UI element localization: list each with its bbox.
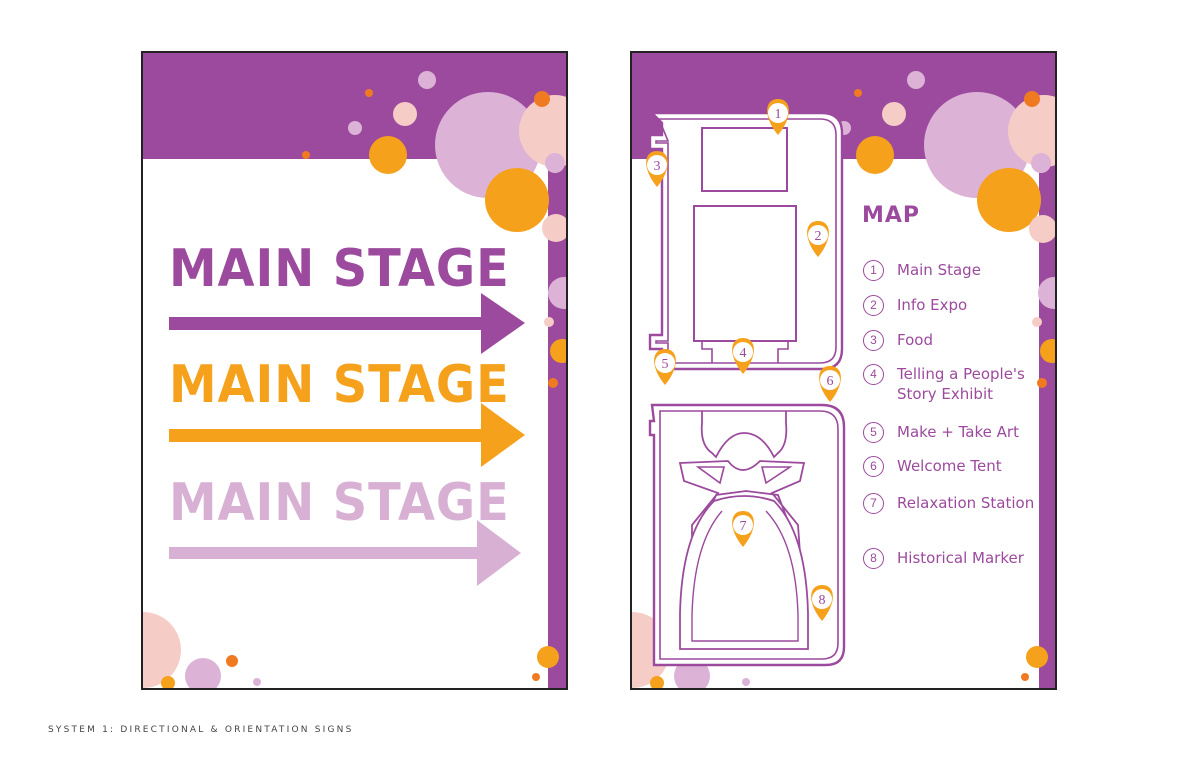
map-pin-icon: 6 — [819, 366, 841, 402]
legend-label: Telling a People's Story Exhibit — [897, 365, 1025, 403]
legend-number: 5 — [863, 422, 884, 443]
legend-item: 1 Main Stage — [863, 260, 1037, 281]
map-title: MAP — [862, 203, 921, 228]
right-arrow-icon — [169, 293, 525, 354]
legend-item: 2 Info Expo — [863, 295, 1037, 316]
legend-label: Food — [897, 331, 933, 349]
pin-number: 2 — [815, 229, 822, 244]
legend-number: 7 — [863, 493, 884, 514]
legend-number: 4 — [863, 364, 884, 385]
bubble-decoration — [632, 53, 1055, 688]
legend-item: 8 Historical Marker — [863, 548, 1037, 569]
map-pin-icon: 1 — [767, 99, 789, 135]
right-arrow-icon — [169, 403, 525, 467]
legend-item: 7 Relaxation Station — [863, 493, 1037, 514]
directional-sign: MAIN STAGE MAIN STAGE MAIN STAGE — [141, 51, 568, 690]
legend-label: Welcome Tent — [897, 457, 1002, 475]
legend-label: Historical Marker — [897, 549, 1024, 567]
legend-item: 3 Food — [863, 330, 1037, 351]
legend-number: 3 — [863, 330, 884, 351]
pin-number: 7 — [740, 519, 747, 534]
legend-item: 5 Make + Take Art — [863, 422, 1037, 443]
map-pins: 1 2 3 4 5 6 7 — [646, 99, 841, 621]
pin-number: 1 — [775, 107, 782, 122]
legend-label: Main Stage — [897, 261, 981, 279]
map-pin-icon: 7 — [732, 511, 754, 547]
pin-number: 6 — [827, 374, 834, 389]
legend-number: 6 — [863, 456, 884, 477]
legend-label: Make + Take Art — [897, 423, 1019, 441]
legend-number: 8 — [863, 548, 884, 569]
map-pin-icon: 2 — [807, 221, 829, 257]
pin-number: 8 — [819, 593, 826, 608]
legend-label: Info Expo — [897, 296, 968, 314]
map-pin-icon: 5 — [654, 349, 676, 385]
legend-label: Relaxation Station — [897, 494, 1035, 512]
map-pin-icon: 3 — [646, 151, 668, 187]
map-pin-icon: 4 — [732, 338, 754, 374]
page-caption: SYSTEM 1: DIRECTIONAL & ORIENTATION SIGN… — [48, 725, 354, 735]
main-stage-label-purple: MAIN STAGE — [169, 239, 510, 299]
pin-number: 3 — [654, 159, 661, 174]
right-arrow-icon — [169, 520, 521, 586]
pin-number: 4 — [740, 346, 747, 361]
legend-item: 6 Welcome Tent — [863, 456, 1037, 477]
main-stage-label-orange: MAIN STAGE — [169, 355, 510, 415]
main-stage-label-lilac: MAIN STAGE — [169, 473, 510, 533]
legend-number: 1 — [863, 260, 884, 281]
legend-number: 2 — [863, 295, 884, 316]
bubble-decoration — [143, 53, 566, 688]
map-pin-icon: 8 — [811, 585, 833, 621]
pin-number: 5 — [662, 357, 669, 372]
map-sign: 1 2 3 4 5 6 7 — [630, 51, 1057, 690]
legend-item: 4 Telling a People's Story Exhibit — [863, 364, 1037, 404]
